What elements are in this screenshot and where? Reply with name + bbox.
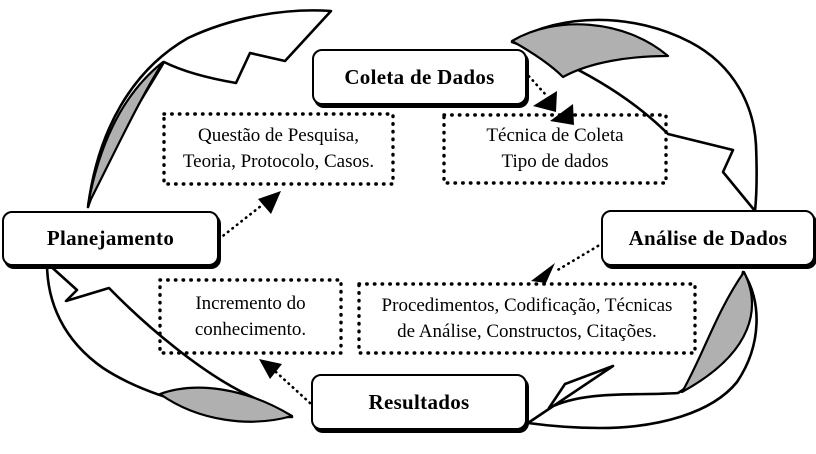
connector-analise-procedimentos (531, 241, 605, 283)
swoosh-arrow-bottom-right (526, 270, 758, 430)
detail-procedimentos-line2: de Análise, Constructos, Citações. (397, 320, 657, 342)
detail-tecnica-line1: Técnica de Coleta (486, 125, 624, 146)
incremento-box-border (158, 278, 343, 355)
swoosh-arrow-top-right (510, 18, 758, 213)
connector-resultados-incremento (259, 359, 312, 405)
swoosh-arrow-top-left-shadow (86, 60, 165, 207)
detail-tecnica-line2: Tipo de dados (501, 151, 609, 172)
connector-resultados-incremento-line (274, 370, 312, 405)
connector-coleta-tecnica-arrowhead-1 (533, 91, 557, 112)
detail-incremento-line1: Incremento do (195, 292, 306, 314)
swoosh-arrow-top-left (86, 9, 333, 209)
stage-label-analise-de-dados: Análise de Dados (628, 225, 788, 250)
swoosh-arrow-top-right-shadow (510, 23, 670, 79)
procedimentos-box-border (357, 282, 697, 355)
detail-box-incremento: Incremento do conhecimento. (158, 278, 343, 355)
stage-label-coleta-de-dados: Coleta de Dados (344, 64, 495, 89)
questao-box-border (162, 112, 395, 186)
connector-resultados-incremento-arrowhead (259, 359, 282, 379)
connector-coleta-tecnica-line (523, 70, 548, 97)
detail-procedimentos-line1: Procedimentos, Codificação, Técnicas (381, 294, 673, 316)
detail-box-tecnica: Técnica de Coleta Tipo de dados (442, 113, 668, 185)
stage-box-analise-de-dados: Análise de Dados (601, 210, 815, 266)
connector-planejamento-questao-arrowhead (258, 191, 281, 214)
stage-box-resultados: Resultados (311, 374, 527, 430)
connector-coleta-tecnica (523, 70, 574, 125)
stage-box-coleta-de-dados: Coleta de Dados (312, 49, 527, 105)
connector-planejamento-questao-line (217, 200, 268, 241)
detail-incremento-line2: conhecimento. (194, 318, 307, 340)
stage-label-planejamento: Planejamento (46, 226, 175, 250)
detail-questao-line1: Questão de Pesquisa, (198, 125, 359, 146)
connector-planejamento-questao (217, 191, 281, 241)
detail-box-questao: Questão de Pesquisa, Teoria, Protocolo, … (162, 112, 395, 186)
swoosh-arrow-bottom-left-shadow (158, 386, 294, 423)
stage-label-resultados: Resultados (368, 389, 470, 414)
tecnica-box-border (442, 113, 668, 185)
detail-box-procedimentos: Procedimentos, Codificação, Técnicas de … (357, 282, 697, 355)
swoosh-arrow-bottom-right-shadow (680, 270, 753, 394)
connector-coleta-tecnica-arrowhead-2 (550, 104, 574, 125)
stage-box-planejamento: Planejamento (2, 211, 219, 266)
detail-questao-line2: Teoria, Protocolo, Casos. (182, 151, 375, 172)
swoosh-arrow-top-right-body (510, 18, 758, 213)
connector-analise-procedimentos-arrowhead (531, 263, 555, 283)
connector-analise-procedimentos-line (554, 241, 605, 273)
swoosh-arrow-bottom-left (45, 261, 294, 423)
